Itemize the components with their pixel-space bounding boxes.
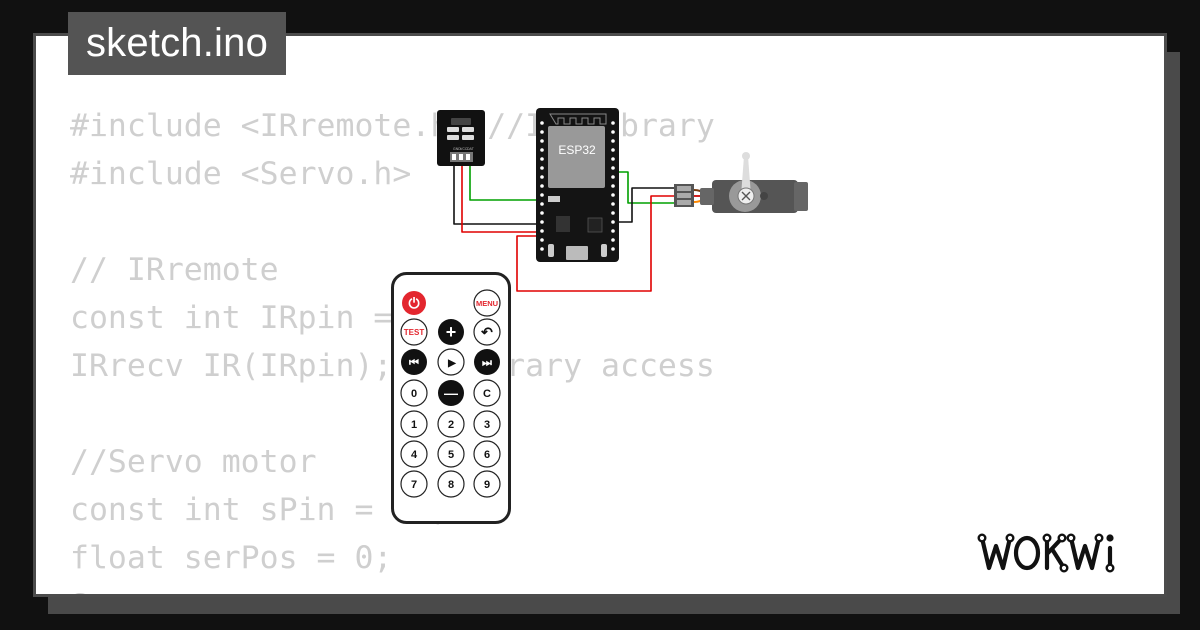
digit-label: 7 [411, 479, 417, 491]
code-line-4: // IRremote [70, 252, 279, 288]
minus-icon: — [444, 385, 458, 401]
digit-label: 4 [411, 449, 418, 461]
remote-c-button[interactable]: C [473, 379, 501, 407]
remote-digit-2[interactable]: 2 [437, 410, 465, 438]
code-line-10: float serPos = 0; [70, 540, 393, 576]
ir-pin-label-gnd: GND [453, 147, 461, 151]
digit-label: 9 [484, 479, 490, 491]
remote-minus-button[interactable]: — [438, 380, 464, 406]
remote-zero-button[interactable]: 0 [400, 379, 428, 407]
c-label: C [483, 388, 491, 400]
prev-icon: ⏮ [409, 357, 419, 369]
menu-label: MENU [476, 299, 498, 308]
ir-pin-label-dat: DAT [467, 147, 475, 151]
code-line-11: Servo servo; [70, 582, 715, 594]
wire-ir-vcc[interactable] [461, 166, 541, 233]
remote-prev-button[interactable]: ⏮ [401, 349, 427, 375]
remote-test-button[interactable]: TEST [400, 318, 428, 346]
zero-label: 0 [411, 388, 417, 400]
plus-icon: + [446, 322, 457, 342]
power-icon: ⏻ [408, 295, 419, 311]
wire-ir-data[interactable] [469, 166, 541, 201]
wire-servo-signal[interactable] [614, 171, 676, 204]
wire-ir-gnd[interactable] [453, 166, 541, 225]
remote-digit-4[interactable]: 4 [400, 440, 428, 468]
remote-digit-3[interactable]: 3 [473, 410, 501, 438]
remote-digit-5[interactable]: 5 [437, 440, 465, 468]
ir-pin-label-vcc: VCC [460, 147, 468, 151]
remote-power-button[interactable]: ⏻ [402, 291, 426, 315]
ir-remote[interactable]: ⏻ MENU TEST + ↶ ⏮ ▶ ⏭ [391, 272, 511, 524]
digit-label: 8 [448, 479, 454, 491]
wokwi-logo [977, 533, 1115, 573]
esp32-board[interactable]: ESP32 [536, 108, 619, 262]
remote-digit-6[interactable]: 6 [473, 440, 501, 468]
remote-digit-9[interactable]: 9 [473, 470, 501, 498]
remote-back-button[interactable]: ↶ [473, 318, 501, 346]
test-label: TEST [404, 328, 425, 337]
digit-label: 1 [411, 419, 417, 431]
digit-label: 3 [484, 419, 490, 431]
digit-label: 5 [448, 449, 454, 461]
remote-play-button[interactable]: ▶ [437, 348, 465, 376]
servo-motor[interactable] [674, 152, 808, 213]
ir-receiver[interactable]: GND VCC DAT [437, 110, 485, 166]
wire-servo-vcc[interactable] [516, 195, 676, 292]
esp32-chip-label: ESP32 [558, 143, 596, 157]
remote-menu-button[interactable]: MENU [473, 289, 501, 317]
remote-digit-8[interactable]: 8 [437, 470, 465, 498]
next-icon: ⏭ [482, 357, 492, 369]
code-line-2: #include <Servo.h> [70, 156, 412, 192]
wire-servo-gnd[interactable] [614, 187, 676, 223]
digit-label: 6 [484, 449, 490, 461]
file-tab-title: sketch.ino [68, 12, 286, 75]
digit-label: 2 [448, 419, 454, 431]
remote-digit-1[interactable]: 1 [400, 410, 428, 438]
play-icon: ▶ [447, 358, 457, 369]
code-line-8: //Servo motor [70, 444, 317, 480]
back-icon: ↶ [480, 324, 493, 340]
remote-digit-7[interactable]: 7 [400, 470, 428, 498]
remote-plus-button[interactable]: + [438, 319, 464, 345]
remote-next-button[interactable]: ⏭ [474, 349, 500, 375]
wires [453, 166, 676, 292]
